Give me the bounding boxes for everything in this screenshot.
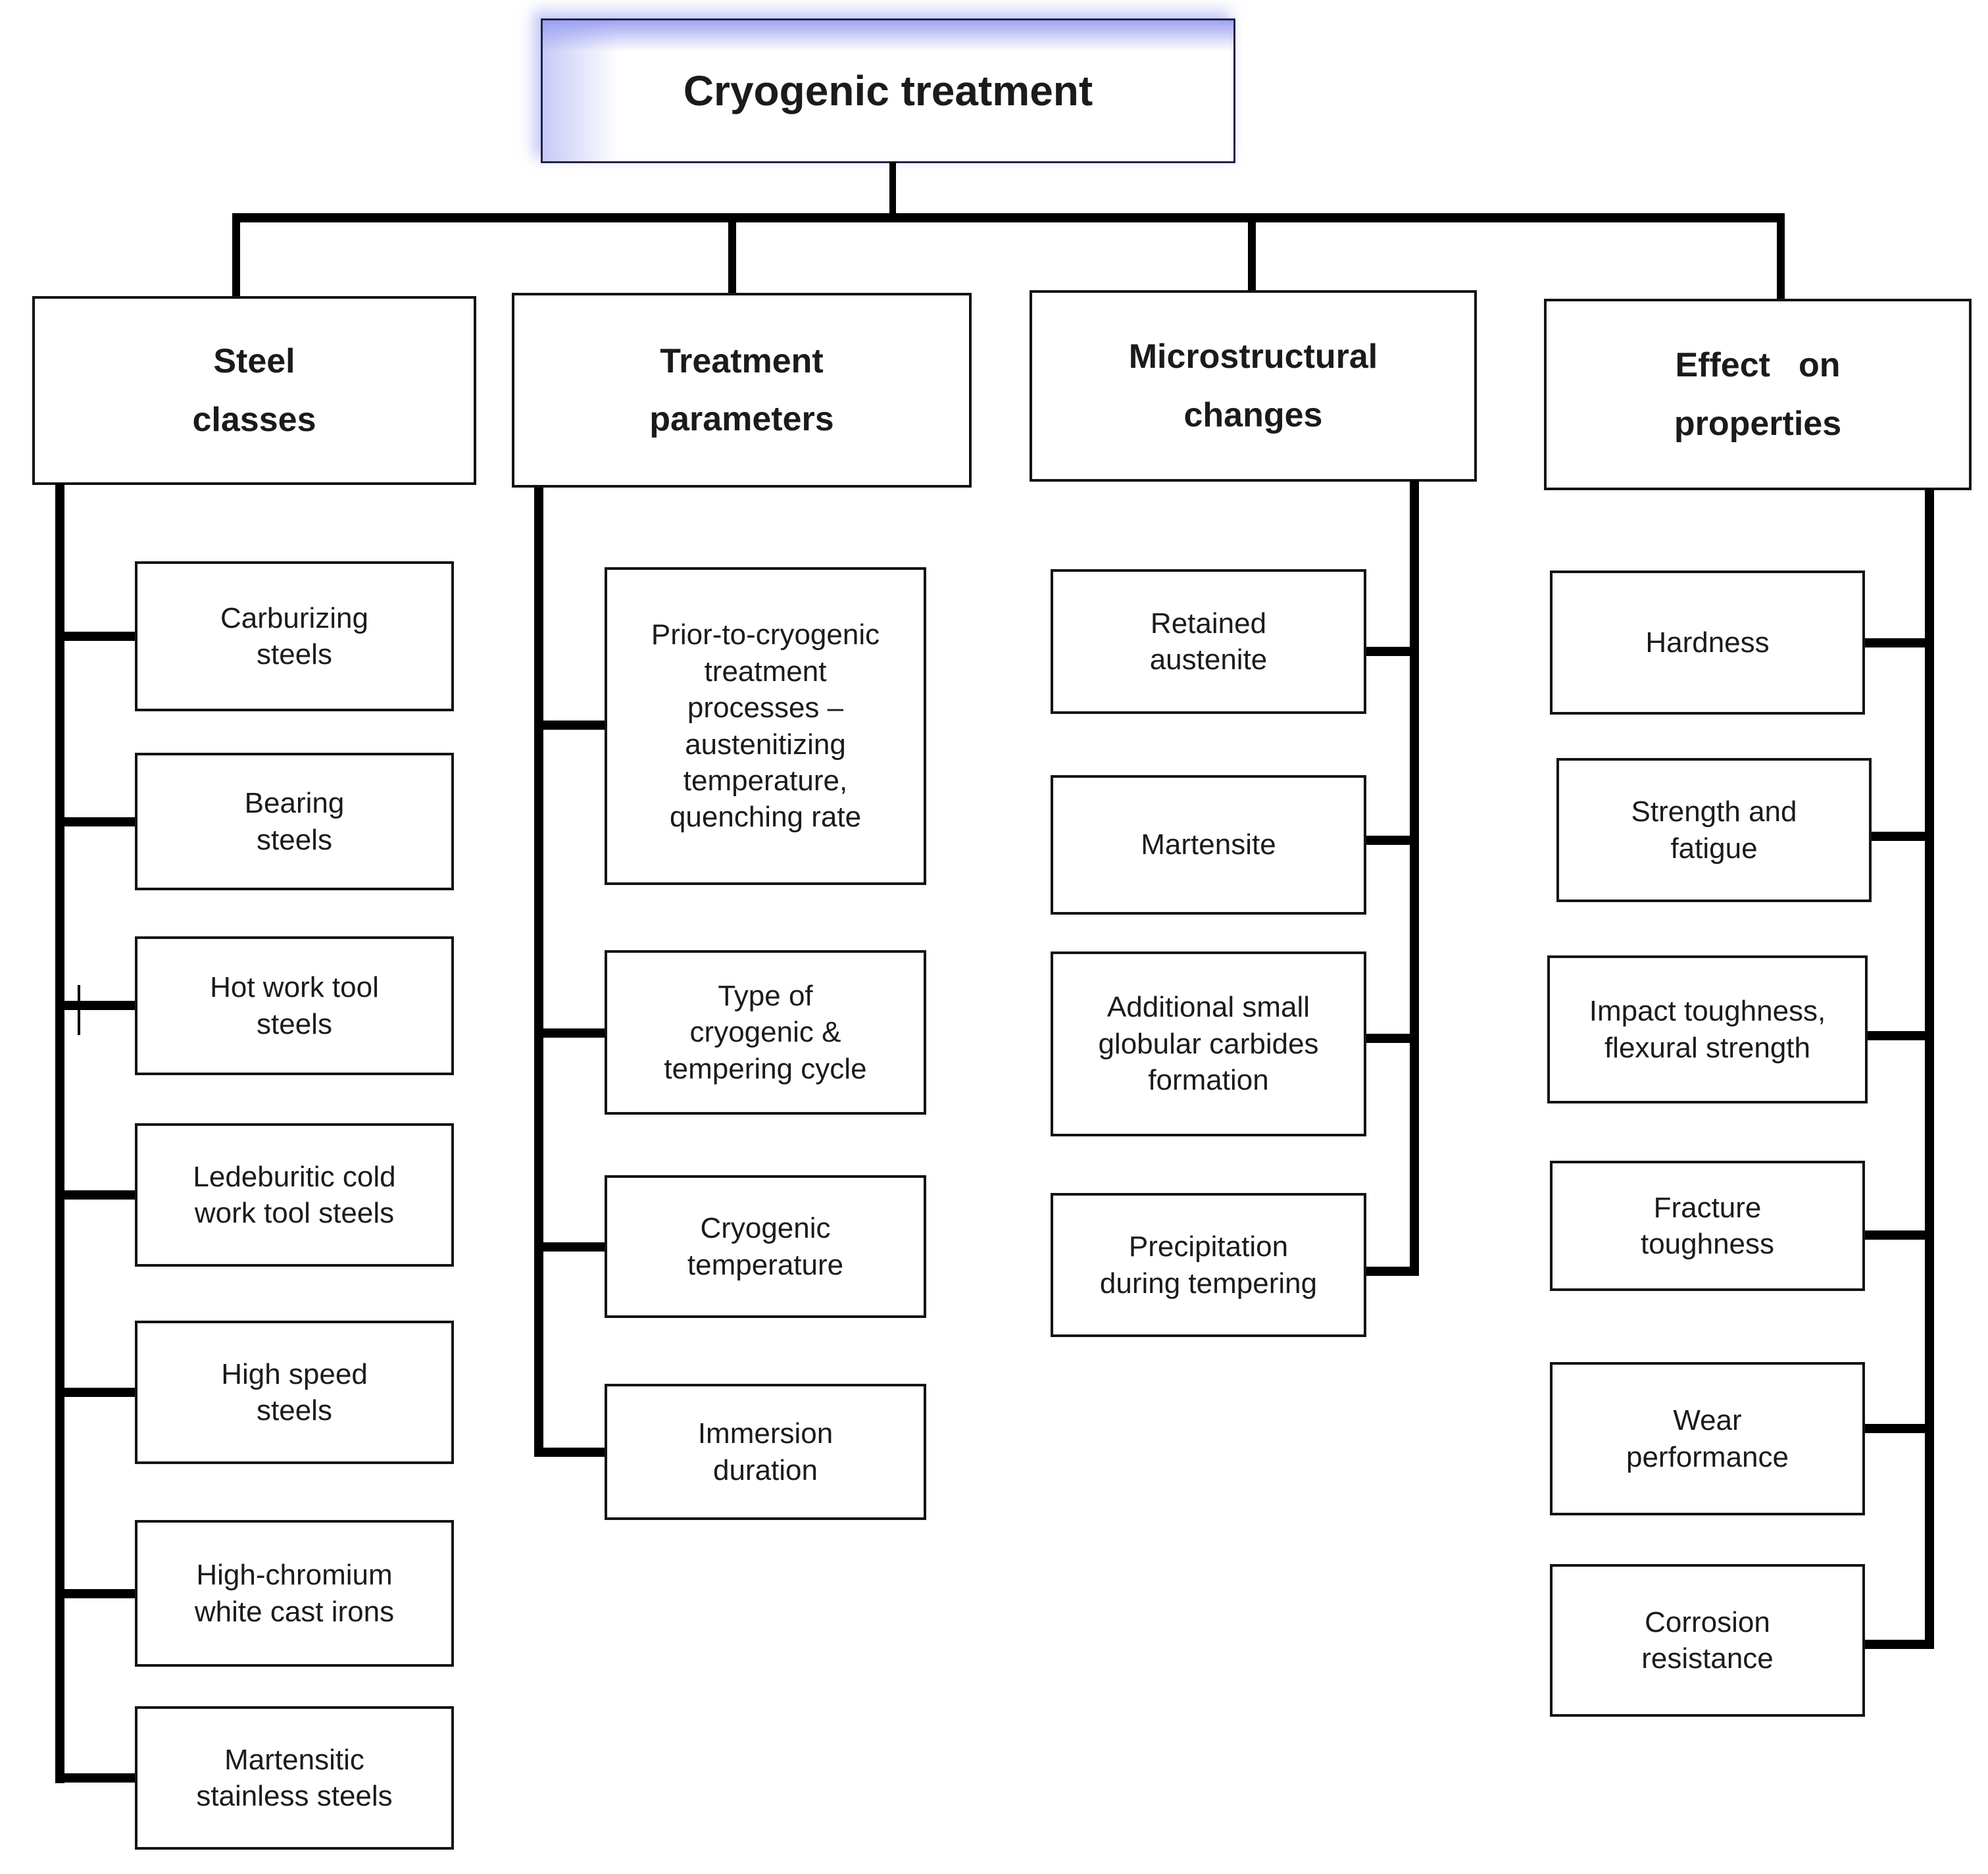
connector-drop-effect-on-properties [1777,217,1785,301]
column-header-steel-classes: Steel classes [32,296,476,485]
node-martensite: Martensite [1051,775,1366,915]
connector-drop-treatment-parameters [728,217,736,295]
connector-root-stem [889,162,896,217]
node-impact-toughness-flexural-strength: Impact toughness, flexural strength [1547,955,1868,1103]
connector-stub-corrosion-resistance [1864,1640,1926,1649]
node-retained-austenite: Retained austenite [1051,569,1366,714]
connector-drop-steel-classes [232,217,240,299]
connector-trunk-microstructural-changes [1410,480,1419,1276]
connector-stub-carburizing-steels [63,632,136,641]
connector-trunk-effect-on-properties [1925,489,1934,1649]
connector-stub-immersion-duration [542,1448,606,1457]
column-header-microstructural-changes: Microstructural changes [1030,290,1477,482]
node-hot-work-tool-steels: Hot work tool steels [135,936,454,1075]
node-high-speed-steels: High speed steels [135,1321,454,1464]
connector-stub-hot-work-tool-steels [63,1001,136,1010]
tick-mark-artifact [78,985,80,1035]
node-type-of-cryogenic-tempering-cycle: Type of cryogenic & tempering cycle [605,950,926,1115]
node-bearing-steels: Bearing steels [135,753,454,890]
node-ledeburitic-cold-work-tool-steels: Ledeburitic cold work tool steels [135,1123,454,1267]
connector-stub-cryogenic-temperature [542,1242,606,1252]
connector-stub-type-of-cycle [542,1028,606,1038]
connector-stub-martensitic-stainless [63,1773,136,1783]
node-prior-to-cryogenic-processes: Prior-to-cryogenic treatment processes –… [605,567,926,885]
root-node-cryogenic-treatment: Cryogenic treatment [541,18,1235,163]
node-carburizing-steels: Carburizing steels [135,561,454,711]
connector-stub-prior-to-cryogenic [542,721,606,730]
connector-root-bus [232,213,1785,222]
connector-trunk-steel-classes [55,484,64,1783]
connector-trunk-treatment-parameters [534,488,543,1457]
connector-stub-strength-fatigue [1870,832,1926,841]
connector-stub-retained-austenite [1365,647,1418,656]
column-header-effect-on-properties: Effect on properties [1544,299,1972,490]
node-fracture-toughness: Fracture toughness [1550,1161,1865,1291]
connector-drop-microstructural-changes [1248,217,1256,293]
node-wear-performance: Wear performance [1550,1362,1865,1515]
node-cryogenic-temperature: Cryogenic temperature [605,1175,926,1318]
node-precipitation-during-tempering: Precipitation during tempering [1051,1193,1366,1337]
connector-stub-additional-carbides [1365,1034,1418,1043]
connector-stub-martensite [1365,836,1418,845]
connector-stub-high-chromium-irons [63,1589,136,1598]
connector-stub-wear-performance [1864,1424,1926,1433]
node-strength-and-fatigue: Strength and fatigue [1556,758,1872,902]
connector-stub-fracture-toughness [1864,1230,1926,1240]
node-high-chromium-white-cast-irons: High-chromium white cast irons [135,1520,454,1667]
connector-stub-precipitation-tempering [1365,1267,1418,1276]
node-corrosion-resistance: Corrosion resistance [1550,1564,1865,1717]
connector-stub-bearing-steels [63,817,136,826]
connector-stub-hardness [1864,638,1926,647]
node-immersion-duration: Immersion duration [605,1384,926,1520]
connector-stub-ledeburitic-steels [63,1190,136,1200]
node-martensitic-stainless-steels: Martensitic stainless steels [135,1706,454,1850]
node-hardness: Hardness [1550,570,1865,715]
connector-stub-high-speed-steels [63,1388,136,1397]
node-additional-carbides-formation: Additional small globular carbides forma… [1051,951,1366,1136]
column-header-treatment-parameters: Treatment parameters [512,293,972,488]
connector-stub-impact-toughness [1866,1031,1926,1040]
